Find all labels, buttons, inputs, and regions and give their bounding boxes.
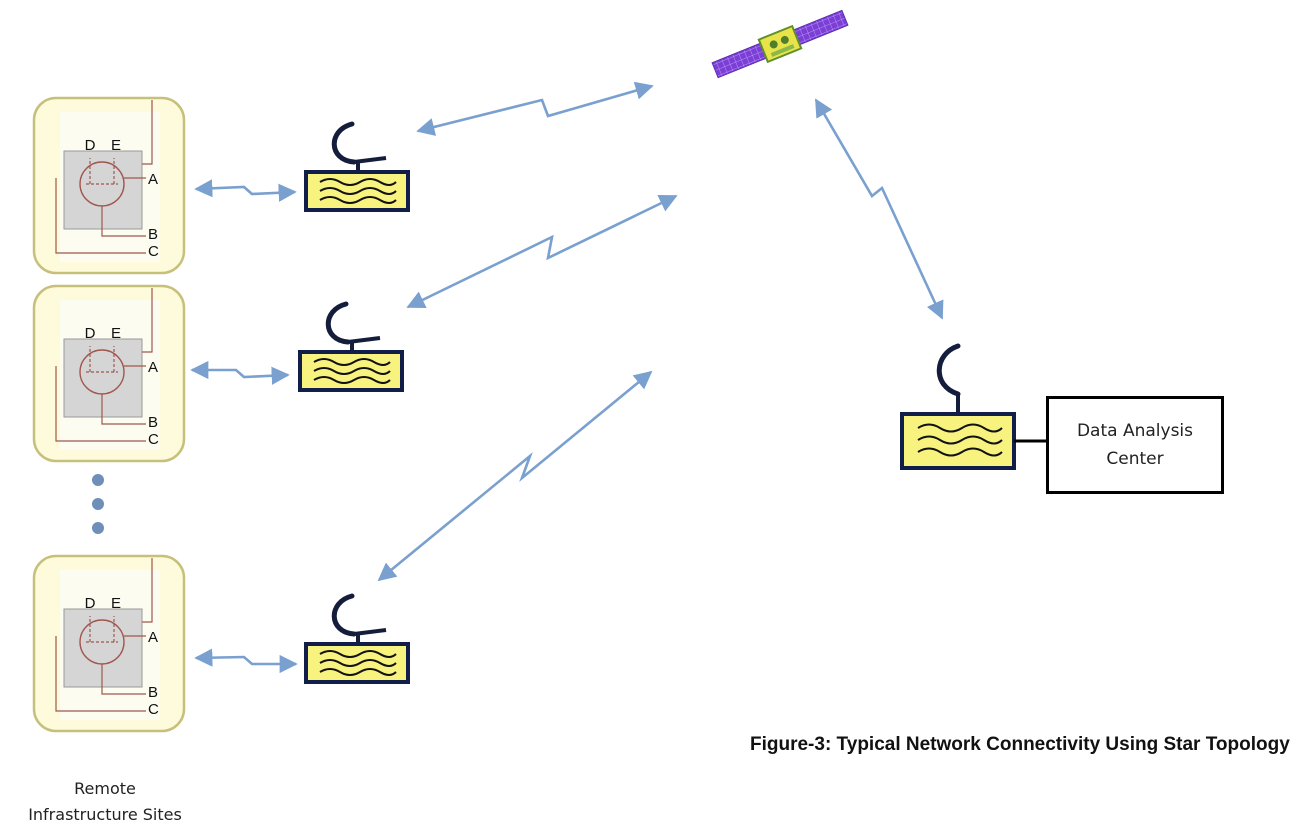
port-c-label: C (148, 243, 159, 260)
more-sites-ellipsis (92, 474, 104, 534)
local-link-1 (194, 179, 297, 202)
satellite-link-center (814, 98, 944, 320)
port-b-label: B (148, 414, 158, 431)
port-c-label: C (148, 701, 159, 718)
port-b-label: B (148, 684, 158, 701)
satellite-terminal-3 (304, 593, 410, 684)
remote-sites-label: Remote Infrastructure Sites (20, 776, 190, 828)
port-a-label: A (148, 359, 158, 376)
center-label-line1: Data Analysis (1076, 421, 1194, 441)
port-a-label: A (148, 171, 158, 188)
data-analysis-center-box: Data Analysis Center (1046, 396, 1224, 494)
port-e-label: E (111, 137, 121, 154)
remote-sites-label-line2: Infrastructure Sites (28, 805, 182, 824)
center-label-line2: Center (1106, 449, 1164, 469)
remote-sites-label-line1: Remote (74, 779, 136, 798)
port-b-label: B (148, 226, 158, 243)
port-d-label: D (85, 325, 96, 342)
satellite-terminal-2 (298, 301, 404, 392)
satellite-terminal-center (900, 343, 1016, 470)
port-c-label: C (148, 431, 159, 448)
local-link-3 (194, 648, 298, 674)
port-d-label: D (85, 595, 96, 612)
port-a-label: A (148, 629, 158, 646)
network-diagram: D E A B C D E A B C D E A B C (32, 9, 1046, 733)
port-e-label: E (111, 325, 121, 342)
remote-site-1: D E A B C (32, 96, 186, 275)
remote-site-3: D E A B C (32, 554, 186, 733)
satellite-terminal-1 (304, 121, 410, 212)
local-link-2 (190, 360, 290, 385)
satellite-link-3 (377, 370, 653, 582)
satellite-link-1 (416, 81, 654, 136)
satellite-link-2 (406, 194, 678, 309)
remote-site-2: D E A B C (32, 284, 186, 463)
port-d-label: D (85, 137, 96, 154)
figure-caption: Figure-3: Typical Network Connectivity U… (750, 734, 1290, 755)
satellite-icon (711, 9, 849, 79)
port-e-label: E (111, 595, 121, 612)
